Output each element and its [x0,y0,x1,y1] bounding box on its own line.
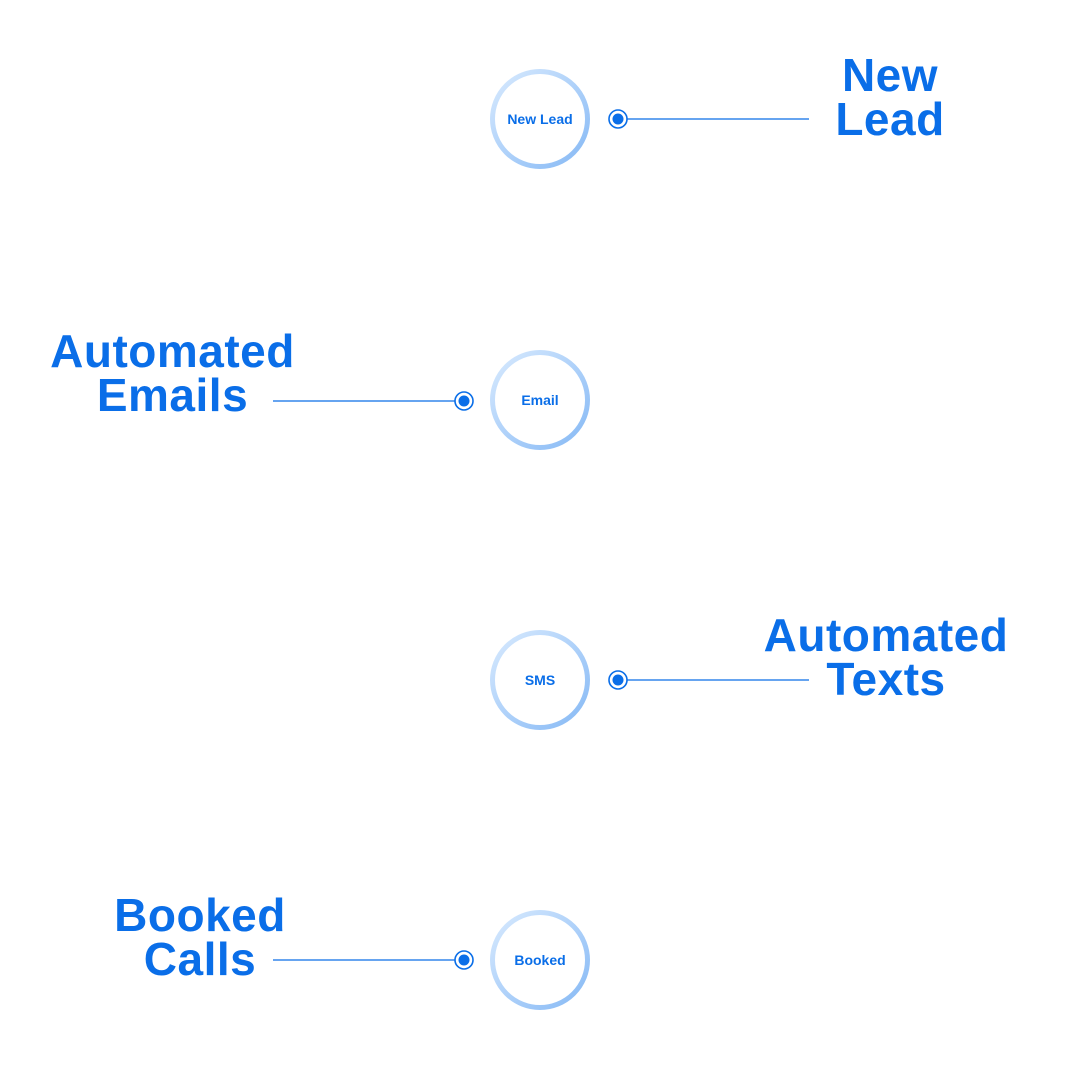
stage-title-line: Automated [50,325,295,377]
node-sms: SMS [490,630,590,730]
connector-ring-icon [454,391,474,411]
connector-ring-icon [454,950,474,970]
connector-dot-icon [612,113,624,125]
connector-dot-icon [458,395,470,407]
connector-email [273,391,474,411]
stage-title-line: Booked [114,889,286,941]
stage-title-line: Lead [835,93,945,145]
node-booked: Booked [490,910,590,1010]
node-ring [490,350,590,450]
stage-title-booked: Booked Calls [100,889,300,985]
stage-title-line: Automated [763,609,1009,661]
stage-title-new-lead: New Lead [820,49,960,145]
stage-title-line: Emails [96,369,249,421]
stage-title-email: Automated Emails [40,325,305,421]
node-ring [490,630,590,730]
stage-title-line: Texts [826,653,946,705]
node-label: Email [521,392,559,408]
stage-title-sms: Automated Texts [752,609,1020,705]
node-email: Email [490,350,590,450]
node-label: New Lead [507,111,573,127]
stage-title-line: Calls [143,933,257,985]
connector-dot-icon [458,954,470,966]
node-label: Booked [514,952,566,968]
connector-booked [273,950,474,970]
node-ring [490,69,590,169]
node-new-lead: New Lead [490,69,590,169]
connector-new-lead [608,109,809,129]
connector-dot-icon [612,674,624,686]
connector-sms [608,670,809,690]
node-ring [490,910,590,1010]
node-label: SMS [524,672,556,688]
stage-title-line: New [841,49,939,101]
